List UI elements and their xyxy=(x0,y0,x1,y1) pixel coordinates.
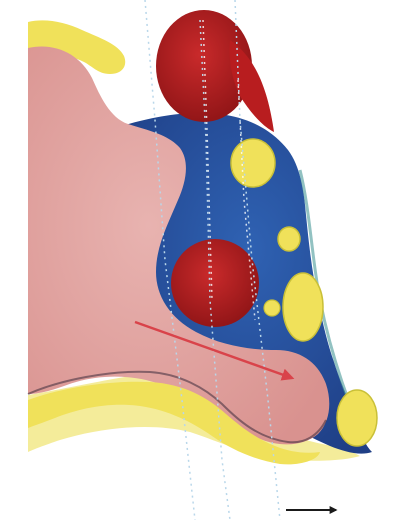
fat-nodule-1 xyxy=(231,139,275,187)
fat-nodule-3 xyxy=(283,273,323,341)
red-vessel-lower xyxy=(171,239,259,327)
fat-nodule-2 xyxy=(278,227,300,251)
fat-nodule-4 xyxy=(264,300,280,316)
red-vessel-upper xyxy=(156,10,274,132)
fat-nodule-5 xyxy=(337,390,377,446)
